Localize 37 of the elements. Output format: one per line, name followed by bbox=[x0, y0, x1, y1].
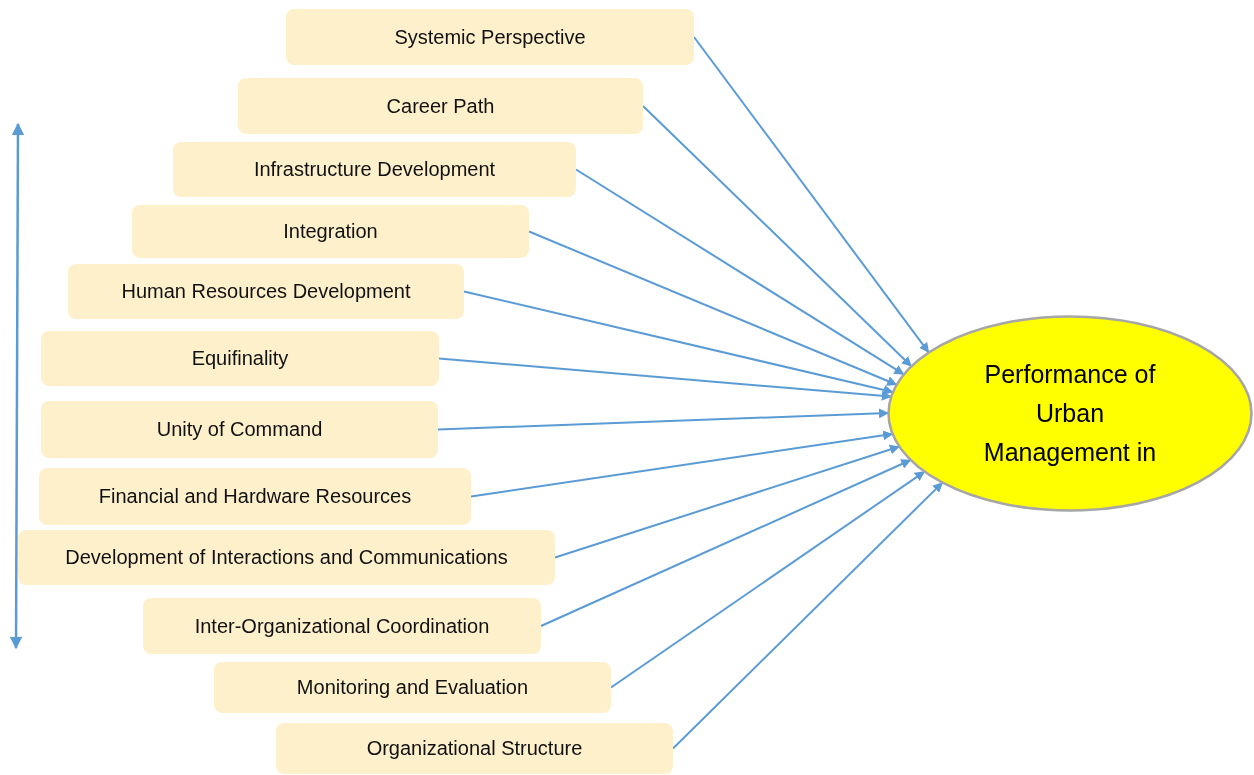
arrow bbox=[438, 357, 892, 401]
factor-label: Monitoring and Evaluation bbox=[296, 676, 529, 699]
factor-box bbox=[68, 264, 464, 319]
arrow bbox=[672, 481, 944, 750]
factor-box bbox=[173, 142, 576, 197]
factor-label: Systemic Perspective bbox=[394, 25, 586, 49]
factor-box bbox=[286, 9, 694, 65]
factor-box bbox=[39, 468, 471, 525]
factor-box bbox=[41, 401, 438, 458]
factor-label: Unity of Command bbox=[156, 418, 323, 441]
outcome-ellipse bbox=[887, 315, 1253, 512]
arrow bbox=[463, 290, 894, 395]
outcome-label: Performance of Urban Management in bbox=[982, 359, 1158, 468]
arrow bbox=[693, 36, 930, 354]
arrow bbox=[610, 470, 926, 689]
factor-box bbox=[18, 530, 555, 585]
factor-box bbox=[132, 205, 529, 258]
factor-box bbox=[143, 598, 541, 654]
factor-label: Organizational Structure bbox=[366, 737, 583, 760]
arrow bbox=[437, 408, 889, 431]
arrow bbox=[540, 459, 912, 627]
factor-label: Career Path bbox=[386, 94, 495, 118]
arrow bbox=[528, 230, 898, 386]
arrow bbox=[554, 444, 900, 559]
factor-label: Infrastructure Development bbox=[253, 158, 496, 181]
factor-box bbox=[238, 78, 643, 134]
factor-box bbox=[276, 723, 673, 774]
factor-label: Equifinality bbox=[191, 347, 289, 370]
factor-label: Inter-Organizational Coordination bbox=[194, 614, 490, 638]
arrow bbox=[642, 105, 913, 367]
factor-label: Human Resources Development bbox=[121, 280, 411, 303]
factor-label: Financial and Hardware Resources bbox=[98, 485, 412, 508]
factor-box bbox=[41, 331, 439, 386]
arrow bbox=[575, 168, 905, 376]
factor-label: Development of Interactions and Communications bbox=[65, 546, 508, 569]
factor-box bbox=[214, 662, 611, 713]
factor-label: Integration bbox=[283, 220, 378, 243]
